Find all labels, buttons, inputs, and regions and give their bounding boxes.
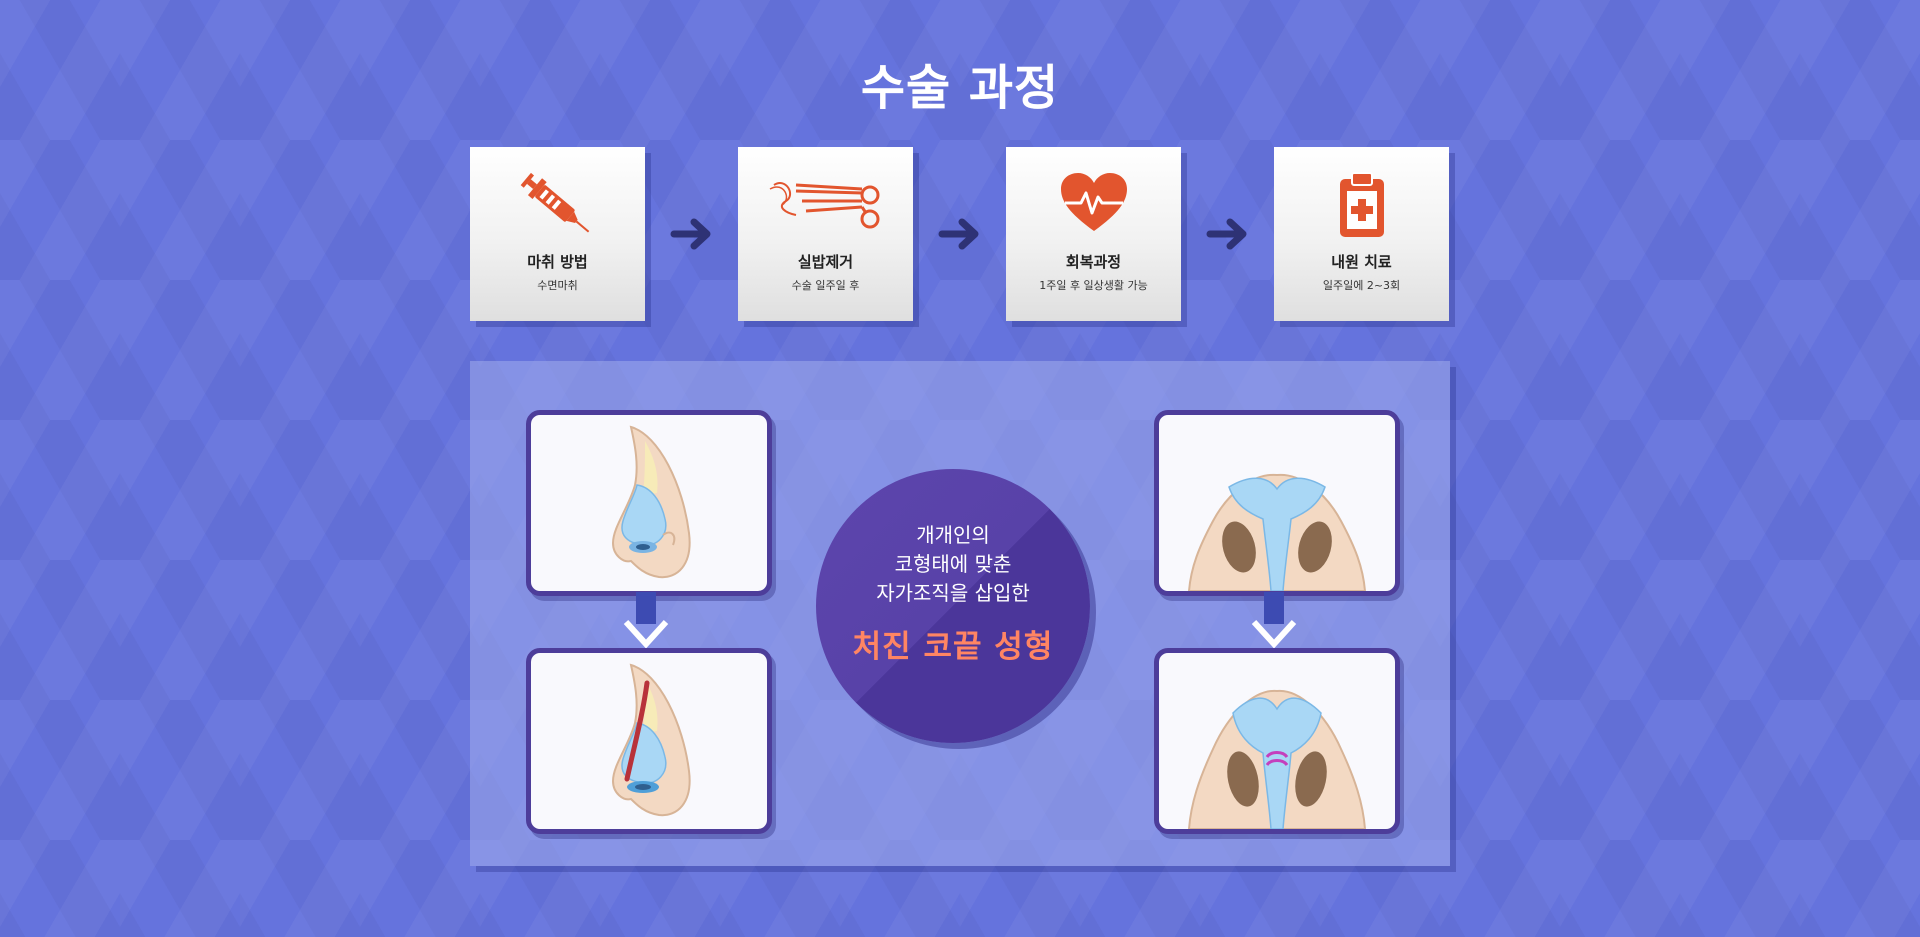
page-title: 수술 과정 [860,60,1060,116]
circle-line: 자가조직을 삽입한 [876,581,1030,605]
step-card-suture-removal: 실밥제거 수술 일주일 후 [738,147,913,321]
circle-description: 개개인의 코형태에 맞춘 자가조직을 삽입한 [816,521,1090,608]
arrow-right-icon [1206,218,1247,250]
scissors-forceps-icon [738,171,913,241]
nose-side-before-image [526,410,772,596]
procedure-circle: 개개인의 코형태에 맞춘 자가조직을 삽입한 처진 코끝 성형 [816,469,1090,743]
step-sub: 수술 일주일 후 [791,279,860,292]
arrow-right-icon [938,218,979,250]
clipboard-medical-icon [1274,171,1449,241]
arrow-down-icon [1251,592,1297,649]
arrow-down-icon [623,592,669,649]
step-label: 회복과정 [1065,253,1122,271]
procedure-name: 처진 코끝 성형 [852,629,1054,665]
step-sub: 수면마취 [537,279,578,292]
heartbeat-icon [1006,171,1181,241]
arrow-right-icon [670,218,711,250]
nose-base-after-image [1154,648,1400,834]
step-label: 실밥제거 [797,253,854,271]
circle-line: 개개인의 [916,523,990,547]
circle-line: 코형태에 맞춘 [894,552,1012,576]
step-sub: 일주일에 2~3회 [1322,279,1401,292]
step-sub: 1주일 후 일상생활 가능 [1039,279,1148,292]
step-card-anesthesia: 마취 방법 수면마취 [470,147,645,321]
nose-side-after-image [526,648,772,834]
step-label: 마취 방법 [527,253,588,271]
syringe-icon [470,171,645,241]
step-card-recovery: 회복과정 1주일 후 일상생활 가능 [1006,147,1181,321]
nose-base-before-image [1154,410,1400,596]
step-card-outpatient: 내원 치료 일주일에 2~3회 [1274,147,1449,321]
step-label: 내원 치료 [1331,253,1392,271]
